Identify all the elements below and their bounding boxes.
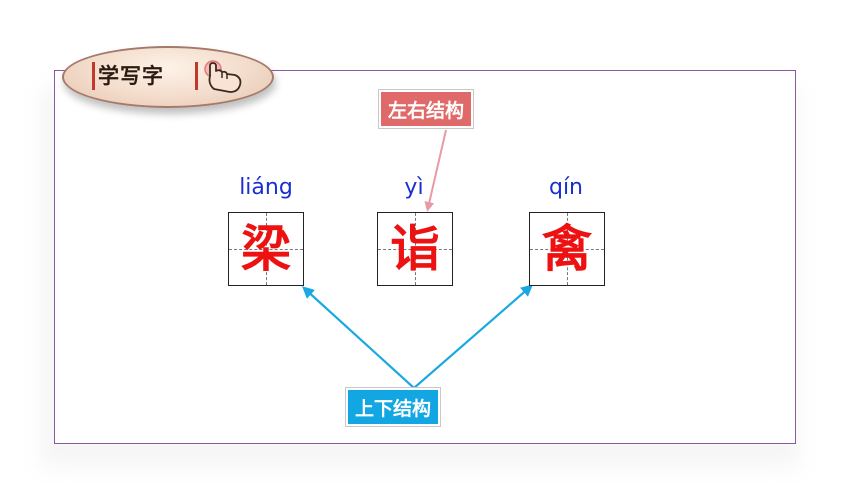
character-grid-2: 诣 (377, 212, 453, 286)
badge-title: 学写字 (98, 63, 164, 88)
top-bottom-structure-label: 上下结构 (346, 388, 441, 426)
pinyin-3: qín (548, 175, 584, 200)
character-grid-1: 梁 (228, 212, 304, 286)
badge-right-bar (195, 62, 198, 90)
character-3: 禽 (542, 219, 592, 278)
left-right-structure-label: 左右结构 (379, 90, 474, 128)
grid-guide-vertical (415, 213, 416, 285)
pinyin-1: liáng (239, 175, 293, 200)
pinyin-2: yì (404, 175, 424, 200)
badge-left-bar (92, 62, 95, 90)
section-badge: 学写字 (62, 46, 274, 108)
character-1: 梁 (241, 219, 291, 278)
grid-guide-vertical (266, 213, 267, 285)
pointing-hand-icon (204, 60, 242, 93)
character-grid-3: 禽 (529, 212, 605, 286)
character-2: 诣 (390, 219, 440, 278)
grid-guide-vertical (567, 213, 568, 285)
